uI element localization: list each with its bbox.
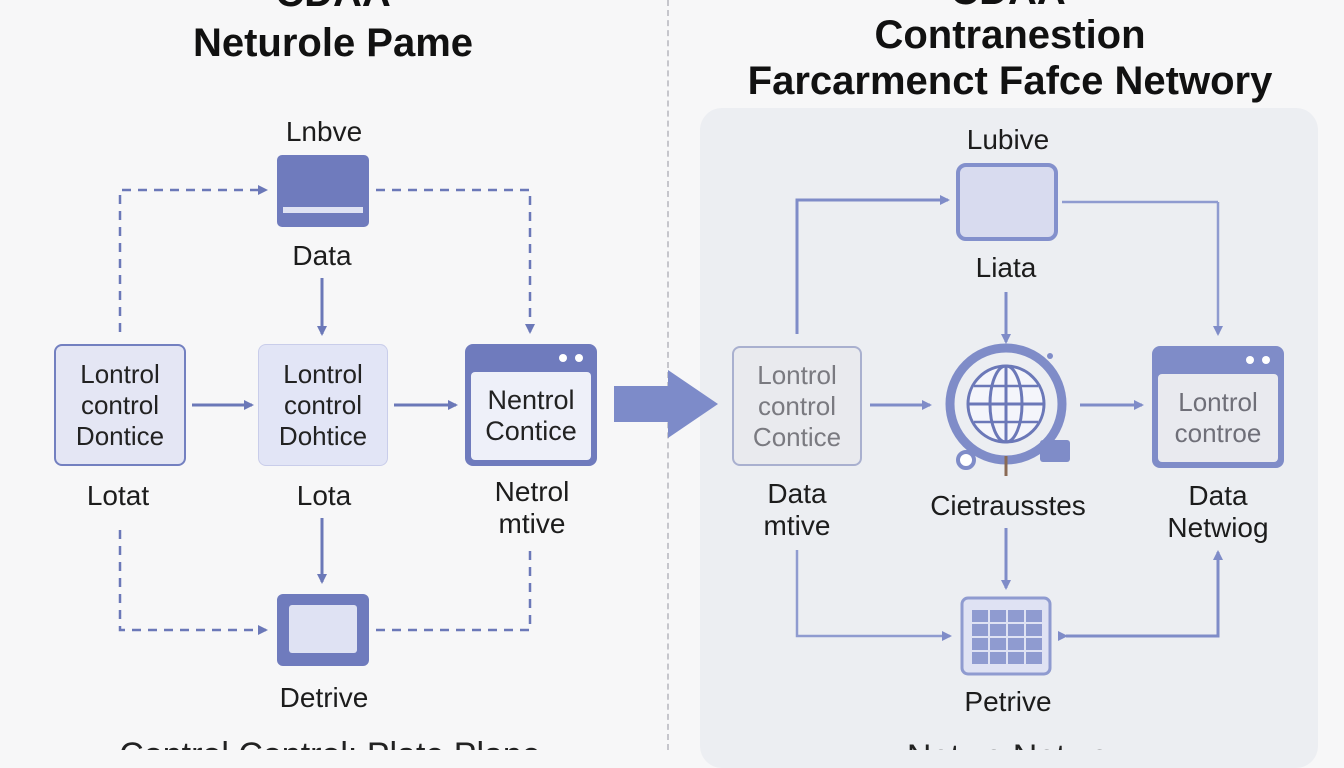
- line: Lontrol: [80, 358, 160, 389]
- line: Contice: [485, 416, 577, 446]
- connector-right-bottom-left: [795, 550, 952, 641]
- left-box3-label-2: mtive: [498, 508, 566, 539]
- line: Dontice: [75, 420, 165, 451]
- grid-cell: [1008, 638, 1024, 650]
- right-box1-label-2: mtive: [763, 510, 831, 541]
- right-box3-label-1: Data: [1188, 480, 1248, 511]
- left-footer-cut: Control Control: Plate Plane: [0, 736, 666, 750]
- grid-cell: [1008, 610, 1024, 622]
- grid-cell: [972, 652, 988, 664]
- grid-cell: [990, 624, 1006, 636]
- globe-network-icon: [945, 343, 1070, 476]
- right-footer-cut: Netwo Netwo: [700, 738, 1318, 750]
- right-title-top: CDAA: [950, 0, 1066, 12]
- line: control: [80, 389, 160, 420]
- grid-cell: [972, 624, 988, 636]
- left-title-top-cut: CDAA: [0, 0, 666, 14]
- monitor-icon-right: [956, 163, 1058, 241]
- window-dot: [1262, 356, 1270, 364]
- line: Lontrol: [283, 358, 363, 389]
- grid-cell: [990, 610, 1006, 622]
- right-box3-label-2: Netwiog: [1167, 512, 1269, 543]
- left-bottom-label: Detrive: [279, 682, 369, 713]
- grid-table-icon: [960, 596, 1052, 676]
- line: Contice: [752, 421, 842, 452]
- dashed-connector-bottom-right: [376, 548, 532, 632]
- browser-window-icon-right[interactable]: Lontrol controe: [1152, 346, 1284, 468]
- screen-icon: [277, 594, 369, 666]
- right-footer: Netwo Netwo: [907, 738, 1109, 750]
- line: control: [757, 390, 837, 421]
- right-title-line2: Farcarmenct Fafce Networy: [747, 59, 1273, 103]
- connector-right-bottom-right: [1058, 550, 1223, 641]
- line: Lontrol: [1178, 387, 1258, 417]
- grid-cell: [972, 638, 988, 650]
- left-top-label: Lnbve: [285, 116, 363, 147]
- grid-cell: [1026, 610, 1042, 622]
- right-title-top-cut: CDAA: [668, 0, 1344, 12]
- window-content: Lontrol controe: [1158, 374, 1278, 462]
- right-box1-label-1: Data: [767, 478, 827, 509]
- left-box-1[interactable]: Lontrol control Dontice: [54, 344, 186, 466]
- right-top-sublabel: Liata: [975, 252, 1037, 283]
- grid-cell: [1008, 624, 1024, 636]
- window-dot: [575, 354, 583, 362]
- big-right-arrow-icon: [614, 370, 718, 438]
- connector-layer: [118, 155, 1223, 676]
- right-title-line1: Contranestion: [874, 13, 1146, 57]
- grid-cell: [1026, 624, 1042, 636]
- connector-right-top-left: [795, 195, 950, 334]
- grid-cell: [990, 652, 1006, 664]
- right-center-label: Cietrausstes: [930, 490, 1086, 521]
- left-title: Neturole Pame: [192, 21, 474, 65]
- dashed-connector-top-right: [376, 188, 535, 334]
- left-footer: Control Control: Plate Plane: [119, 736, 540, 750]
- line: Dohtice: [278, 420, 368, 451]
- window-dot: [1246, 356, 1254, 364]
- right-bottom-label: Petrive: [964, 686, 1052, 717]
- window-content: Nentrol Contice: [471, 372, 591, 460]
- connector-right-top-right: [1062, 200, 1223, 336]
- grid-cell: [1008, 652, 1024, 664]
- grid-cell: [990, 638, 1006, 650]
- left-box2-label: Lota: [296, 480, 352, 511]
- line: controe: [1174, 418, 1262, 448]
- left-title-top: CDAA: [275, 0, 391, 14]
- left-box-2[interactable]: Lontrol control Dohtice: [258, 344, 388, 466]
- line: control: [283, 389, 363, 420]
- grid-cell: [972, 610, 988, 622]
- left-top-sublabel: Data: [292, 240, 352, 271]
- dashed-connector-top-left: [118, 185, 268, 332]
- monitor-icon: [277, 155, 369, 227]
- browser-window-icon[interactable]: Nentrol Contice: [465, 344, 597, 466]
- right-top-label: Lubive: [966, 124, 1050, 155]
- right-box-1[interactable]: Lontrol control Contice: [732, 346, 862, 466]
- line: Nentrol: [487, 385, 575, 415]
- left-box1-label: Lotat: [86, 480, 150, 511]
- grid-cell: [1026, 638, 1042, 650]
- dashed-connector-bottom-left: [118, 530, 268, 635]
- grid-cell: [1026, 652, 1042, 664]
- left-box3-label-1: Netrol: [494, 476, 570, 507]
- line: Lontrol: [757, 359, 837, 390]
- window-dot: [559, 354, 567, 362]
